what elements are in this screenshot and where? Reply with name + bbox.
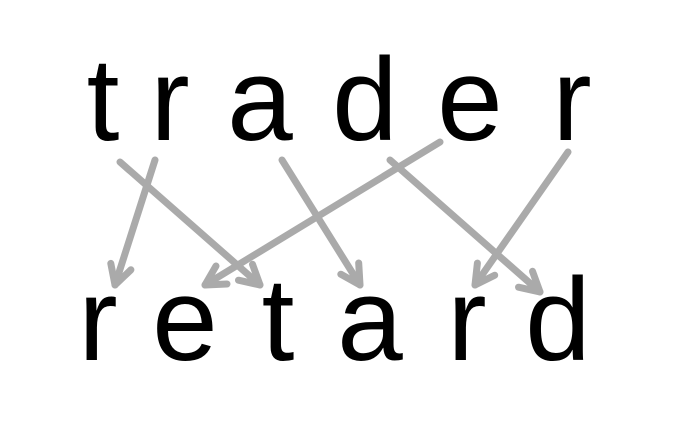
source-letter-5: r — [552, 34, 591, 166]
target-letter-5: d — [525, 254, 591, 386]
source-letter-4: e — [437, 34, 503, 166]
arrow-line-4 — [201, 138, 444, 289]
arrow-head-icon — [235, 260, 264, 289]
arrow-line-2 — [278, 156, 364, 289]
target-letter-3: a — [337, 254, 403, 386]
source-word: t r a d e r — [87, 34, 592, 166]
source-letter-1: r — [150, 34, 189, 166]
arrow-head-icon — [201, 262, 231, 289]
arrow-head-icon — [337, 259, 364, 289]
arrow-line-5 — [471, 148, 572, 289]
arrow-line-1 — [111, 156, 159, 289]
source-letter-0: t — [87, 34, 120, 166]
target-word: r e t a r d — [78, 254, 590, 386]
source-letter-3: d — [332, 34, 398, 166]
arrow-head-icon — [471, 259, 499, 289]
source-letter-2: a — [227, 34, 293, 166]
arrows-group — [107, 138, 572, 296]
arrow-head-icon — [107, 259, 135, 289]
arrow-line-3 — [386, 156, 544, 296]
target-letter-2: t — [262, 254, 295, 386]
target-letter-1: e — [152, 254, 218, 386]
arrow-head-icon — [515, 267, 544, 296]
target-letter-0: r — [78, 254, 117, 386]
target-letter-4: r — [447, 254, 486, 386]
